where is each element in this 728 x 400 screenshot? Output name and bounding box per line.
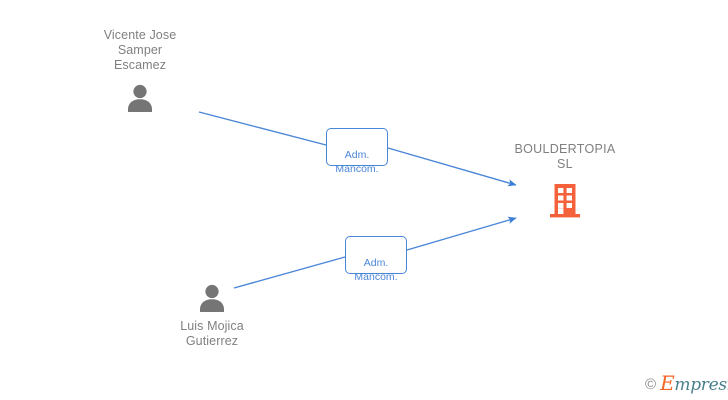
brand-rest: mpresia [674, 375, 728, 395]
copyright-icon: © [645, 376, 657, 393]
brand-name: Empresia [660, 373, 728, 395]
edge-person1-to-label [198, 111, 327, 146]
company-name-label: BOULDERTOPIA SL [514, 142, 616, 171]
relation-label-text: Adm. Mancom. [354, 257, 398, 283]
person-name-label: Vicente Jose Samper Escamez [103, 28, 177, 72]
building-icon [550, 184, 580, 218]
edge-label-to-company-top [387, 147, 517, 187]
person-node-luis-mojica-gutierrez[interactable]: Luis Mojica Gutierrez [132, 281, 292, 349]
relation-label-adm-mancom-2[interactable]: Adm. Mancom. [345, 236, 407, 283]
person-icon [128, 84, 152, 112]
person-name-label: Luis Mojica Gutierrez [180, 319, 244, 348]
relation-label-adm-mancom-1[interactable]: Adm. Mancom. [326, 128, 388, 175]
person-node-vicente-jose-samper-escamez[interactable]: Vicente Jose Samper Escamez [60, 28, 220, 115]
brand-initial: E [660, 371, 675, 395]
edge-label-to-company-bottom [406, 216, 517, 251]
person-icon [200, 284, 224, 312]
empresia-watermark: © Empresia [645, 373, 728, 395]
relation-label-text: Adm. Mancom. [335, 149, 379, 175]
edge-person2-to-label [233, 256, 346, 289]
company-node-bouldertopia-sl[interactable]: BOULDERTOPIA SL [485, 142, 645, 220]
